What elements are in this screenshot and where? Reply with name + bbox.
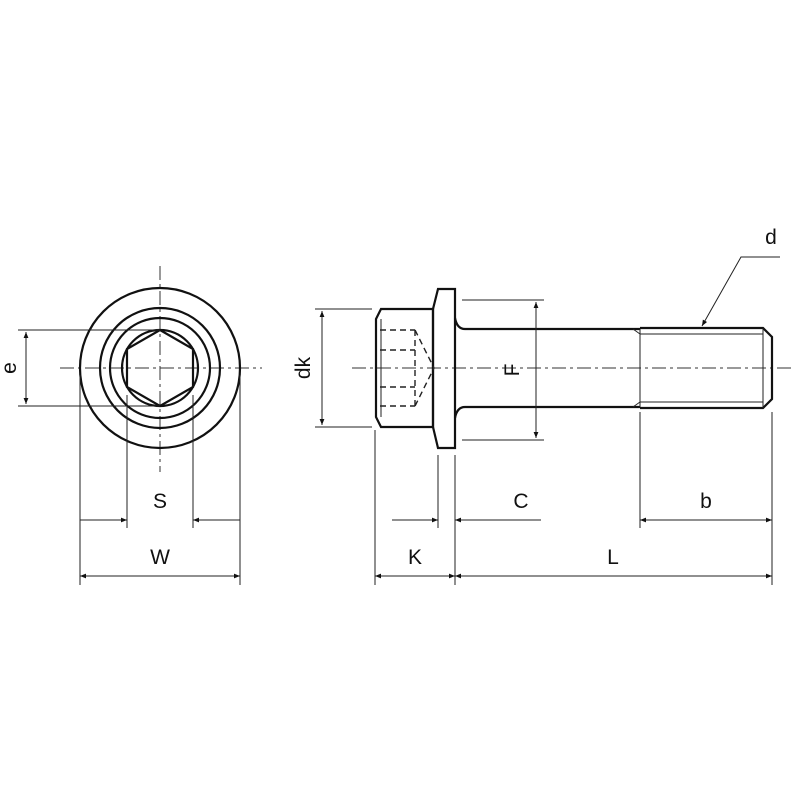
label-K: K [408,546,422,569]
head-circle [98,306,222,430]
label-S: S [153,490,167,513]
runout-taper [632,328,641,335]
label-L: L [607,546,619,569]
side-view: dk F C b K L d [292,226,792,585]
shank [453,317,640,419]
label-e: e [0,362,21,374]
flange [431,287,457,450]
label-W: W [150,546,170,569]
chamfer-circle [108,316,212,420]
label-d: d [765,226,777,249]
label-C: C [513,490,528,513]
thread [640,326,774,410]
end-view: e S W [0,266,262,585]
leader-d [701,256,780,327]
socket-hidden [380,329,435,407]
label-dk: dk [292,356,315,379]
runout-taper [632,401,641,408]
flange-circle [78,286,242,450]
label-b: b [700,490,712,513]
label-F: F [501,364,524,377]
